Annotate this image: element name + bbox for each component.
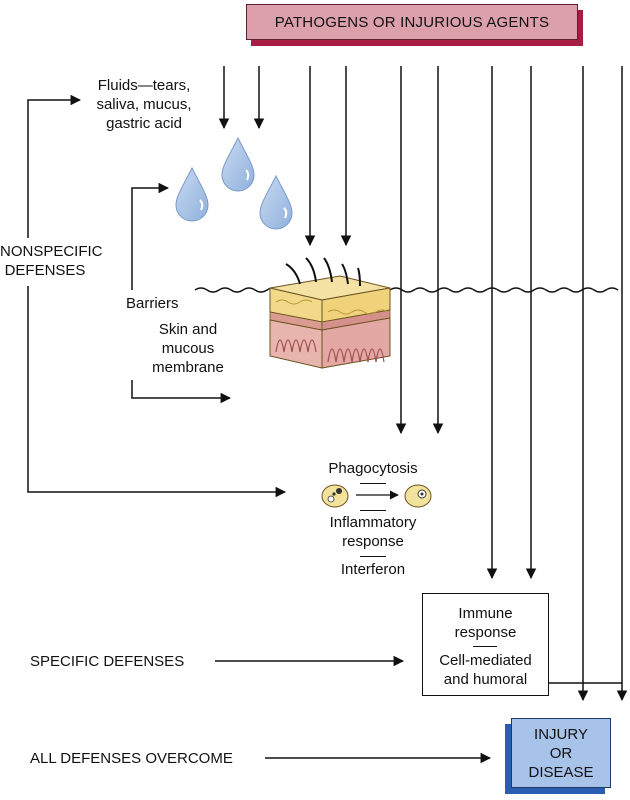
fluids-line-3: gastric acid (106, 115, 182, 132)
barriers-label: Skin and mucous membrane (140, 320, 236, 377)
barriers-title: Barriers (126, 295, 179, 312)
inflammatory-line-1: Inflammatory (329, 514, 417, 531)
nonspecific-defenses-label: NONSPECIFIC DEFENSES (0, 242, 103, 280)
droplet-icon (175, 166, 209, 222)
divider (473, 646, 497, 647)
immune-label: Immune response (423, 604, 548, 642)
immune-line-4: and humoral (443, 671, 528, 688)
droplet-icon (259, 174, 293, 230)
immune-line-2: response (454, 624, 517, 641)
skin-block-icon (269, 257, 391, 369)
injury-or-disease-box: INJURY OR DISEASE (511, 718, 611, 788)
pathogens-title: PATHOGENS OR INJURIOUS AGENTS (274, 13, 550, 31)
divider (360, 483, 386, 484)
pathogens-box: PATHOGENS OR INJURIOUS AGENTS (246, 4, 578, 40)
specific-defenses-label: SPECIFIC DEFENSES (30, 653, 185, 670)
bracket-nonspecific-lower (27, 286, 287, 498)
bracket-barriers-lower (131, 380, 232, 404)
all-defenses-overcome-label: ALL DEFENSES OVERCOME (30, 750, 233, 767)
divider (360, 510, 386, 511)
fluids-line-1: Fluids—tears, (97, 77, 191, 94)
inflammatory-line-2: response (342, 533, 404, 550)
immune-line-1: Immune (458, 605, 513, 622)
cell-mediated-label: Cell-mediated and humoral (423, 651, 548, 689)
barriers-line-1: Skin and (158, 321, 218, 338)
phagocyte-cell-icon (404, 484, 432, 508)
droplet-icon (221, 136, 255, 192)
phagocytosis-label: Phagocytosis (328, 460, 418, 477)
immune-response-box: Immune response Cell-mediated and humora… (422, 593, 549, 696)
immune-line-3: Cell-mediated (439, 652, 532, 669)
outcome-line-2: OR (549, 744, 573, 762)
fluids-label: Fluids—tears, saliva, mucus, gastric aci… (88, 76, 200, 133)
nonspecific-line-1: NONSPECIFIC (0, 243, 103, 260)
outcome-line-3: DISEASE (528, 763, 594, 781)
interferon-label: Interferon (340, 561, 406, 578)
nonspecific-line-2: DEFENSES (4, 262, 86, 279)
barriers-line-3: membrane (152, 359, 224, 376)
outcome-line-1: INJURY (534, 725, 588, 743)
skin-surface-line (194, 287, 619, 293)
bracket-nonspecific-upper (27, 94, 82, 238)
barriers-line-2: mucous (161, 340, 215, 357)
bracket-barriers-upper (131, 182, 170, 290)
inflammatory-response-label: Inflammatory response (318, 513, 428, 551)
fluids-line-2: saliva, mucus, (96, 96, 192, 113)
divider (360, 556, 386, 557)
phagocyte-cell-icon (321, 484, 349, 508)
